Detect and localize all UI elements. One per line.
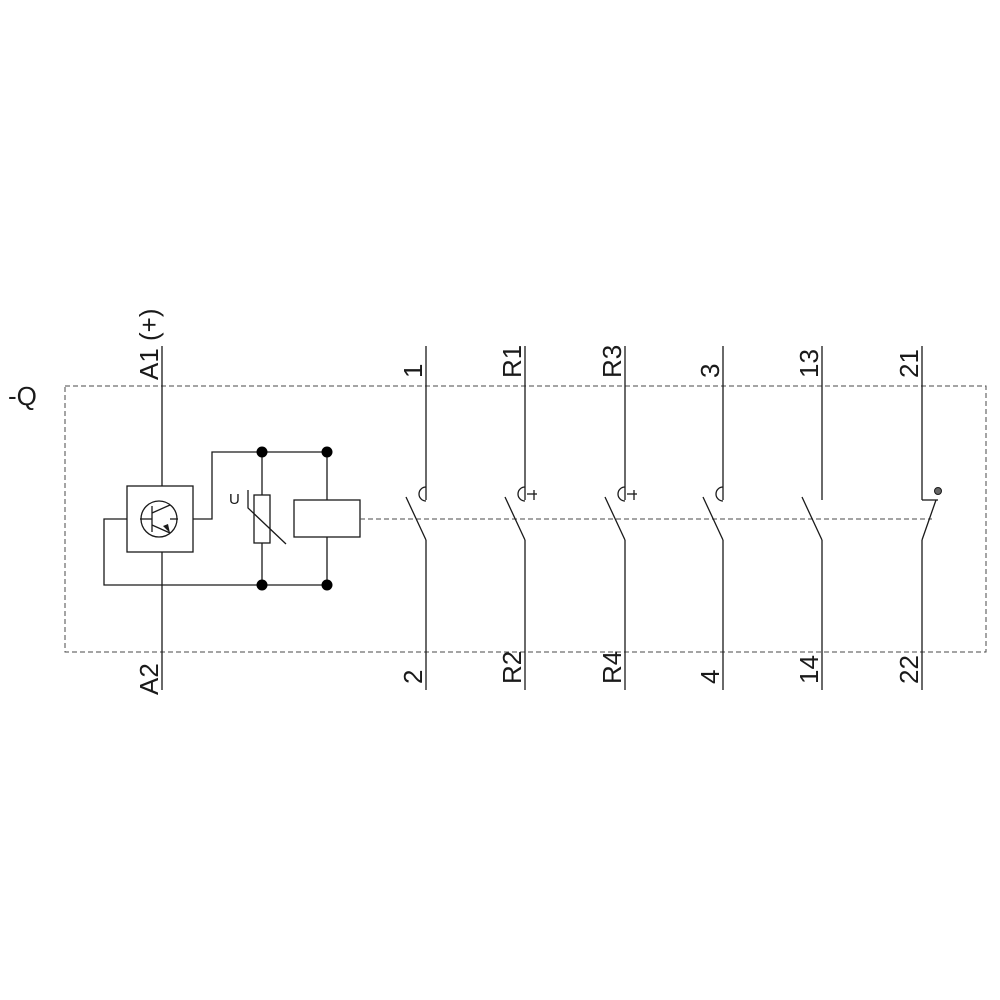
varistor-label: U bbox=[229, 491, 240, 508]
arc-chute-symbol bbox=[517, 486, 526, 502]
contact-blade bbox=[504, 496, 526, 541]
contact-blade bbox=[801, 496, 823, 541]
module-feedback-wire bbox=[103, 518, 162, 586]
arc-chute-symbol bbox=[715, 486, 724, 502]
terminal-label-bottom: 4 bbox=[695, 670, 725, 684]
junction-dot bbox=[256, 579, 268, 591]
terminal-label-bottom: 14 bbox=[794, 655, 824, 684]
varistor bbox=[253, 494, 271, 544]
indicator-dot bbox=[934, 487, 942, 495]
junction-dot bbox=[321, 446, 333, 458]
device-designation: -Q bbox=[8, 381, 37, 411]
terminal-label-a2: A2 bbox=[134, 663, 164, 695]
electronic-module bbox=[126, 485, 194, 553]
coil bbox=[293, 499, 361, 538]
terminal-label-bottom: R4 bbox=[597, 651, 627, 684]
module-output-wire bbox=[193, 451, 262, 520]
terminal-label-top: R3 bbox=[597, 345, 627, 378]
terminal-label-top: 1 bbox=[398, 364, 428, 378]
contact-blade bbox=[921, 499, 937, 541]
junction-dot bbox=[321, 579, 333, 591]
coil-circuit: U A1 (+) A2 bbox=[103, 308, 361, 695]
terminal-label-bottom: R2 bbox=[497, 651, 527, 684]
arc-chute-symbol bbox=[617, 486, 626, 502]
terminal-label-top: 3 bbox=[695, 364, 725, 378]
terminal-label-bottom: 2 bbox=[398, 670, 428, 684]
terminal-label-a1: A1 (+) bbox=[134, 308, 164, 380]
terminal-label-top: 21 bbox=[894, 349, 924, 378]
arc-chute-symbol bbox=[418, 486, 427, 502]
terminal-label-top: 13 bbox=[794, 349, 824, 378]
contact-blade bbox=[405, 496, 427, 541]
contact-blade bbox=[604, 496, 626, 541]
contact-blade bbox=[702, 496, 724, 541]
junction-dot bbox=[256, 446, 268, 458]
terminal-label-top: R1 bbox=[497, 345, 527, 378]
terminal-label-bottom: 22 bbox=[894, 655, 924, 684]
